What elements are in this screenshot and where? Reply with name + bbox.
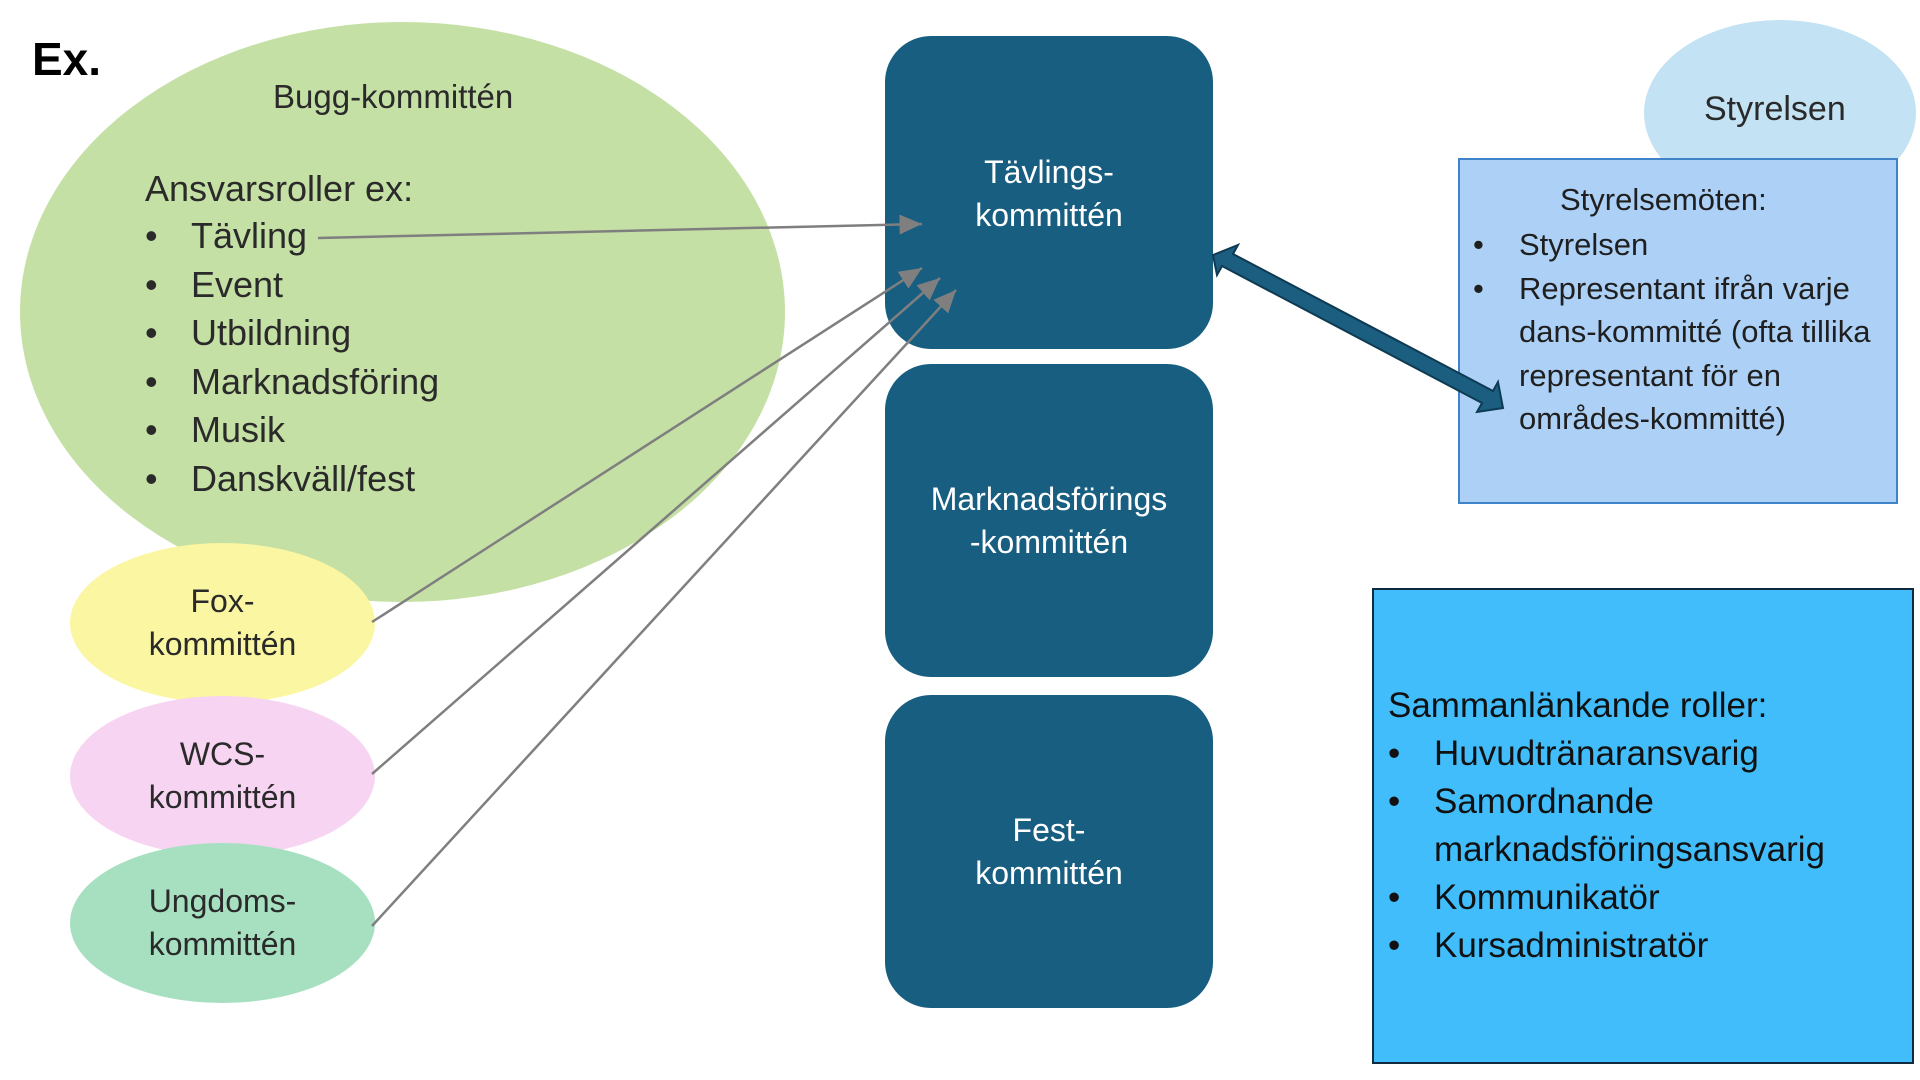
- role-item: Tävling: [145, 212, 439, 261]
- board-label: Styrelsen: [1704, 90, 1846, 128]
- role-item: Event: [145, 261, 439, 310]
- ungdom-committee-label-1: Ungdoms-: [148, 883, 297, 919]
- fox-committee-label-2: kommittén: [148, 626, 297, 662]
- arrow-ungdom-to-tavling-committee: [371, 289, 957, 927]
- linking-role-item: Samordnande marknadsföringsansvarig: [1388, 778, 1904, 874]
- fox-committee-label-1: Fox-: [190, 583, 255, 619]
- marknad-committee-box: Marknadsförings -kommittén: [885, 364, 1213, 677]
- roles-list: Tävling Event Utbildning Marknadsföring …: [145, 212, 439, 503]
- fest-committee-label-1: Fest-: [1012, 811, 1086, 848]
- fest-committee-box: Fest- kommittén: [885, 695, 1213, 1008]
- arrow-wcs-to-tavling-committee: [371, 277, 941, 775]
- linking-roles-list: Huvudtränaransvarig Samordnande marknads…: [1388, 730, 1904, 970]
- ungdom-committee: Ungdoms- kommittén: [70, 843, 375, 1003]
- marknad-committee-label-1: Marknadsförings: [930, 480, 1168, 517]
- linking-role-item: Huvudtränaransvarig: [1388, 730, 1904, 778]
- role-item: Danskväll/fest: [145, 455, 439, 504]
- wcs-committee: WCS- kommittén: [70, 696, 375, 856]
- board-meeting-item: Representant ifrån varje dans-kommitté (…: [1473, 267, 1893, 441]
- page-title: Ex.: [32, 33, 102, 85]
- ungdom-committee-label-2: kommittén: [148, 926, 297, 962]
- board-meeting-list: Styrelsen Representant ifrån varje dans-…: [1473, 223, 1893, 441]
- fox-committee: Fox- kommittén: [70, 543, 375, 703]
- tavling-committee-label-2: kommittén: [975, 197, 1123, 233]
- arrow-fox-to-tavling-committee: [371, 266, 923, 624]
- tavling-committee-label-1: Tävlings-: [984, 154, 1114, 190]
- double-arrow-tavling-board: [1211, 243, 1505, 414]
- tavling-committee-box: Tävlings- kommittén: [885, 36, 1213, 349]
- wcs-committee-label-1: WCS-: [179, 736, 266, 772]
- role-item: Utbildning: [145, 309, 439, 358]
- role-item: Marknadsföring: [145, 358, 439, 407]
- linking-role-item: Kursadministratör: [1388, 922, 1904, 970]
- roles-heading: Ansvarsroller ex:: [145, 168, 414, 209]
- fest-committee-label-2: kommittén: [975, 854, 1123, 891]
- board-meeting-title: Styrelsemöten:: [1560, 182, 1767, 217]
- bugg-committee-title: Bugg-kommittén: [273, 78, 514, 115]
- arrow-tavling-to-tavling-committee: [317, 214, 923, 240]
- role-item: Musik: [145, 406, 439, 455]
- board-meeting-item: Styrelsen: [1473, 223, 1893, 267]
- linking-roles-heading: Sammanlänkande roller:: [1388, 686, 1768, 725]
- wcs-committee-label-2: kommittén: [148, 779, 297, 815]
- linking-role-item: Kommunikatör: [1388, 874, 1904, 922]
- marknad-committee-label-2: -kommittén: [969, 523, 1129, 560]
